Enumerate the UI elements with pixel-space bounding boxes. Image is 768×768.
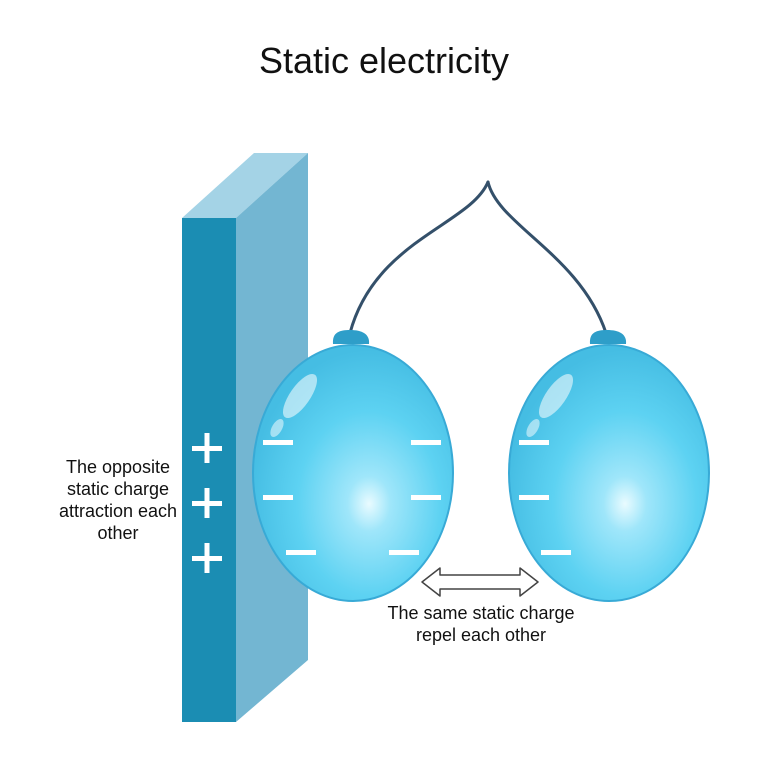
right-balloon-string xyxy=(486,180,608,335)
left-balloon xyxy=(252,330,454,602)
left-balloon-negative-charges xyxy=(263,440,441,555)
plus-sign xyxy=(192,543,222,573)
wall-positive-charges xyxy=(192,433,222,573)
wall-front-face xyxy=(182,218,236,722)
right-balloon-negative-charges xyxy=(519,440,571,555)
repulsion-double-arrow xyxy=(421,567,539,597)
left-balloon-knot xyxy=(332,330,370,344)
left-balloon-string xyxy=(348,180,490,335)
right-balloon-knot xyxy=(589,330,627,344)
right-balloon-highlight xyxy=(538,373,574,419)
repulsion-label: The same static charge repel each other xyxy=(387,603,575,645)
diagram-title: Static electricity xyxy=(258,40,510,81)
left-balloon-highlight xyxy=(282,373,318,419)
plus-sign xyxy=(192,488,222,518)
wall-top-face xyxy=(182,153,308,218)
right-balloon xyxy=(508,330,710,602)
attraction-label: The opposite static charge attraction ea… xyxy=(58,457,178,543)
plus-sign xyxy=(192,433,222,463)
